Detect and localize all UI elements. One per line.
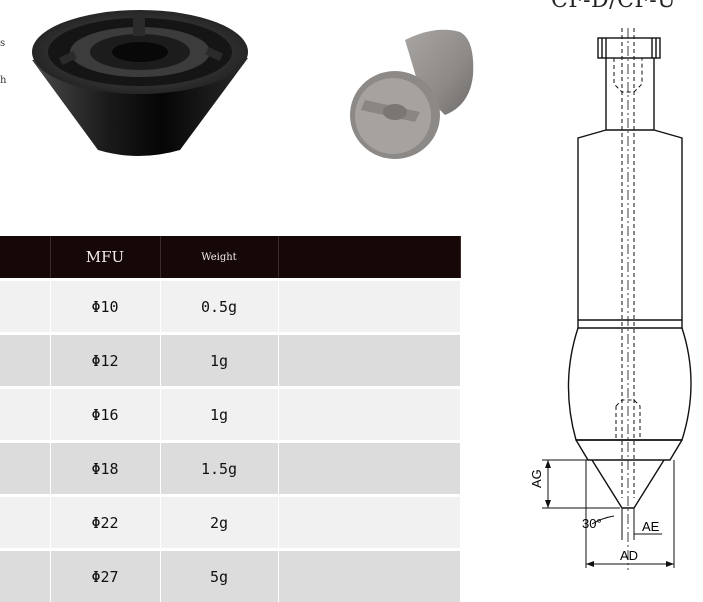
table-row: 2 Φ12 1g <box>0 334 460 388</box>
side-text-fragment-1: s <box>0 38 5 49</box>
cell-mfu: Φ10 <box>50 280 160 334</box>
cell-weight: 1.5g <box>160 442 278 496</box>
cell-weight: 5g <box>160 550 278 602</box>
cell-blank <box>278 388 460 442</box>
side-text-fragment-2: h <box>0 75 6 86</box>
cell-mfu: Φ27 <box>50 550 160 602</box>
table-row: 4 Φ16 1g <box>0 388 460 442</box>
cell-blank <box>278 442 460 496</box>
header-blank <box>278 236 460 280</box>
header-d: D <box>0 236 50 280</box>
cell-blank <box>278 550 460 602</box>
cell-weight: 0.5g <box>160 280 278 334</box>
grey-plug-image <box>335 20 485 165</box>
table-row: 0 Φ10 0.5g <box>0 280 460 334</box>
table-header-row: D MFU Weight <box>0 236 460 280</box>
cell-mfu: Φ12 <box>50 334 160 388</box>
cell-mfu: Φ18 <box>50 442 160 496</box>
cell-d: 2 <box>0 334 50 388</box>
cone-ferrule-image <box>20 0 260 165</box>
cell-d: 3 <box>0 442 50 496</box>
cell-mfu: Φ16 <box>50 388 160 442</box>
spec-table: D MFU Weight 0 Φ10 0.5g 2 Φ12 1g 4 Φ16 1… <box>0 236 461 602</box>
label-ag: AG <box>529 469 544 488</box>
table-row: 2 Φ22 2g <box>0 496 460 550</box>
cell-d: 0 <box>0 280 50 334</box>
header-mfu: MFU <box>50 236 160 280</box>
header-weight: Weight <box>160 236 278 280</box>
cell-weight: 1g <box>160 334 278 388</box>
cell-weight: 2g <box>160 496 278 550</box>
cell-mfu: Φ22 <box>50 496 160 550</box>
page-title: CF-D/CF-U <box>551 0 676 13</box>
cell-d: 7 <box>0 550 50 602</box>
table-row: 7 Φ27 5g <box>0 550 460 602</box>
cell-blank <box>278 334 460 388</box>
cell-blank <box>278 280 460 334</box>
technical-drawing: AG 30° AE AD <box>510 28 703 570</box>
cell-d: 4 <box>0 388 50 442</box>
label-angle: 30° <box>582 516 602 531</box>
cell-d: 2 <box>0 496 50 550</box>
table-row: 3 Φ18 1.5g <box>0 442 460 496</box>
label-ad: AD <box>620 548 638 563</box>
cell-weight: 1g <box>160 388 278 442</box>
label-ae: AE <box>642 519 660 534</box>
cell-blank <box>278 496 460 550</box>
